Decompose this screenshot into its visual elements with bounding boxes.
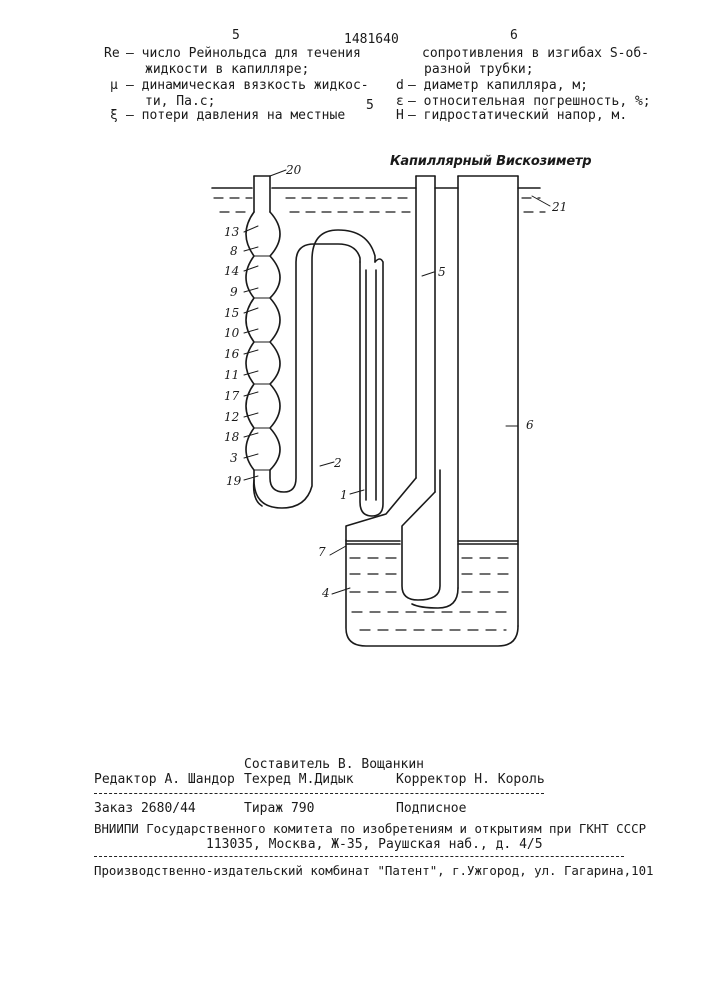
footer-divider-1 <box>94 793 544 794</box>
footer-address: 113035, Москва, Ж-35, Раушская наб., д. … <box>206 837 543 852</box>
footer-order: Заказ 2680/44 <box>94 801 196 816</box>
label-21: 21 <box>552 200 567 214</box>
footer-editor: Редактор А. Шандор <box>94 772 235 787</box>
label-6: 6 <box>526 418 534 432</box>
label-14: 14 <box>224 264 239 278</box>
label-13: 13 <box>224 225 239 239</box>
label-5: 5 <box>438 265 446 279</box>
label-9: 9 <box>230 285 238 299</box>
label-10: 10 <box>224 326 239 340</box>
label-16: 16 <box>224 347 239 361</box>
footer-subscription: Подписное <box>396 801 466 816</box>
label-7: 7 <box>318 545 326 559</box>
label-20: 20 <box>286 163 301 177</box>
footer-institute: ВНИИПИ Государственного комитета по изоб… <box>94 821 646 836</box>
footer-compiler: Составитель В. Вощанкин <box>244 757 424 772</box>
footer-techred: Техред М.Дидык <box>244 772 354 787</box>
footer-circulation: Тираж 790 <box>244 801 314 816</box>
footer-divider-2 <box>94 856 624 857</box>
label-15: 15 <box>224 306 239 320</box>
footer-corrector: Корректор Н. Король <box>396 772 545 787</box>
label-8: 8 <box>230 244 238 258</box>
label-11: 11 <box>224 368 239 382</box>
label-17: 17 <box>224 389 239 403</box>
label-1: 1 <box>340 488 348 502</box>
label-12: 12 <box>224 410 239 424</box>
label-4: 4 <box>322 586 330 600</box>
label-19: 19 <box>226 474 241 488</box>
figure-title: Капиллярный Вискозиметр <box>390 154 591 169</box>
label-18: 18 <box>224 430 239 444</box>
footer-publisher: Производственно-издательский комбинат "П… <box>94 863 654 878</box>
label-3: 3 <box>230 451 238 465</box>
label-2: 2 <box>334 456 342 470</box>
